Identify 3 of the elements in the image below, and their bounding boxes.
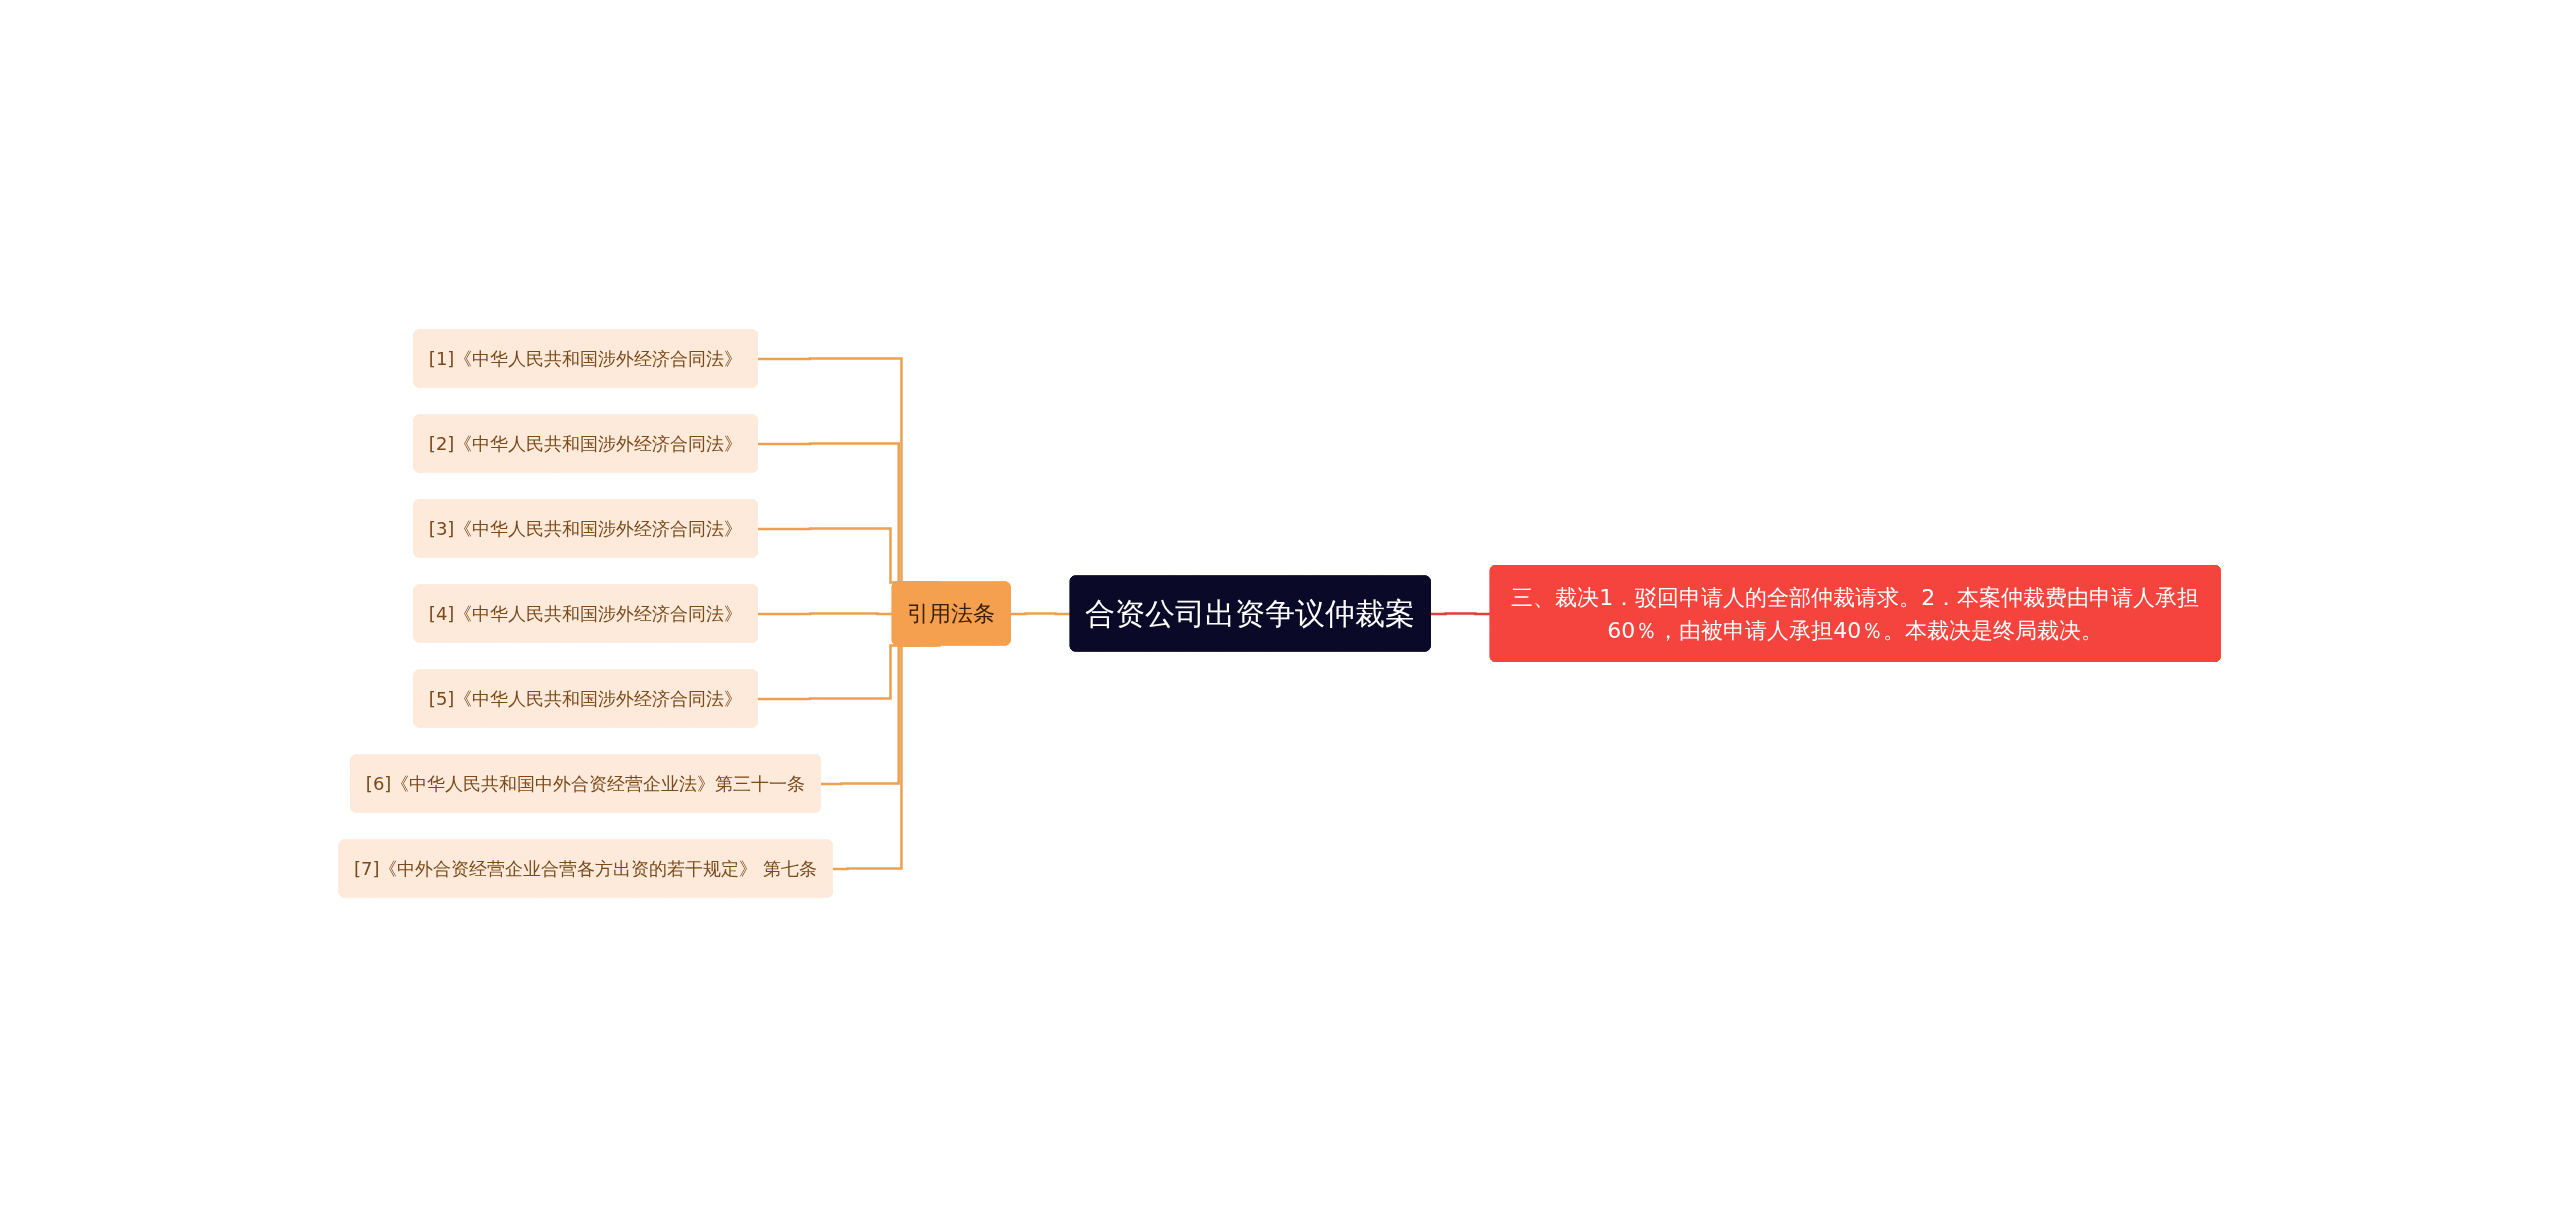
connector (1011, 612, 1072, 616)
connector (1431, 612, 1492, 616)
connector (758, 612, 894, 616)
